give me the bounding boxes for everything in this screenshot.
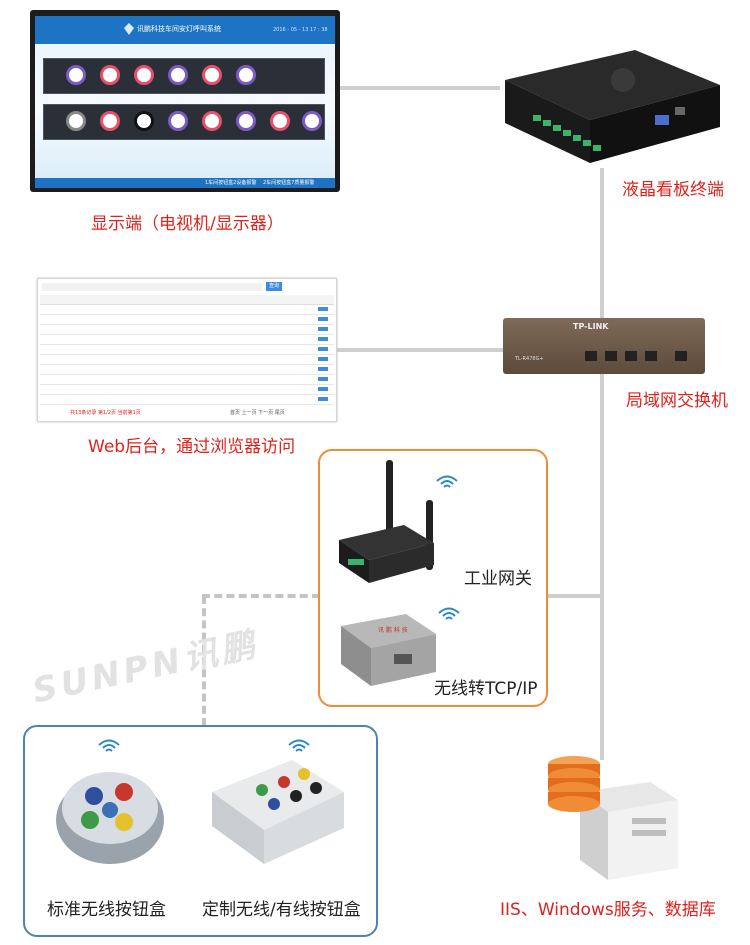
line-web-switch (336, 348, 506, 352)
table-row (40, 306, 334, 315)
line-backbone (600, 168, 604, 760)
web-backend-screenshot: 查询 共13条记录 第1/2页 当前第1页 首页 上一页 下一页 尾页 (37, 278, 337, 422)
status-circle (100, 65, 120, 85)
monitor-screen: 讯鹏科技车间安灯呼叫系统 2016 - 05 - 13 17 : 38 1车间按… (35, 16, 335, 188)
status-circle (66, 111, 86, 131)
dash-line-buttons-gateway (202, 594, 320, 598)
screen-title: 讯鹏科技车间安灯呼叫系统 (137, 25, 221, 33)
switch-label: 局域网交换机 (626, 391, 728, 411)
table-row (40, 326, 334, 335)
status-circle (236, 111, 256, 131)
status-circle (236, 65, 256, 85)
status-circle (202, 111, 222, 131)
table-row (40, 366, 334, 375)
wireless-signal-icon (436, 475, 458, 488)
web-search-button[interactable]: 查询 (266, 282, 282, 291)
web-filter-bar (42, 283, 262, 291)
switch-port (585, 351, 597, 361)
screen-panel-top (43, 58, 325, 94)
switch-model: TL-R478G+ (515, 356, 544, 362)
dash-line-buttons-vertical (202, 596, 206, 726)
gateway-label: 工业网关 (464, 569, 532, 589)
status-circle (270, 111, 290, 131)
table-row (40, 346, 334, 355)
switch-port (675, 351, 687, 361)
switch-port (605, 351, 617, 361)
status-circle (100, 111, 120, 131)
status-circle (134, 111, 154, 131)
web-footer-text: 共13条记录 第1/2页 当前第1页 (70, 410, 141, 416)
status-circle (66, 65, 86, 85)
switch-port (625, 351, 637, 361)
line-display-terminal (340, 86, 500, 90)
display-monitor: 讯鹏科技车间安灯呼叫系统 2016 - 05 - 13 17 : 38 1车间按… (30, 10, 340, 192)
wireless-signal-icon (98, 739, 120, 752)
screen-footer-right: 2车间按钮盒7质量报警 (263, 180, 315, 186)
screen-footer: 1车间按钮盒2设备报警 2车间按钮盒7质量报警 (35, 178, 335, 188)
company-logo-icon (124, 23, 134, 35)
wireless-signal-icon (438, 607, 460, 620)
wireless-tcp-device (341, 614, 436, 686)
status-circle (134, 65, 154, 85)
web-pager: 首页 上一页 下一页 尾页 (230, 410, 285, 416)
watermark-logo: SUNPN讯鹏 (29, 624, 263, 712)
screen-time: 2016 - 05 - 13 17 : 38 (273, 27, 328, 33)
standard-wireless-button-box (56, 772, 164, 864)
table-row (40, 316, 334, 325)
screen-footer-left: 1车间按钮盒2设备报警 (205, 180, 257, 186)
server-database-device (548, 756, 678, 880)
std-button-label: 标准无线按钮盒 (47, 900, 166, 920)
wireless-signal-icon (288, 739, 310, 752)
wireless-tcp-label: 无线转TCP/IP (434, 679, 538, 699)
status-circle (302, 111, 322, 131)
status-circle (202, 65, 222, 85)
table-row (40, 356, 334, 365)
server-label: IIS、Windows服务、数据库 (500, 900, 716, 920)
table-row (40, 386, 334, 395)
display-label: 显示端（电视机/显示器） (91, 214, 284, 234)
table-row (40, 336, 334, 345)
lcd-terminal-device (505, 50, 720, 163)
custom-button-label: 定制无线/有线按钮盒 (202, 900, 361, 920)
wireless-tcp-device-text: 讯 鹏 科 技 (378, 627, 408, 634)
web-table-header (40, 295, 334, 305)
status-circle (168, 65, 188, 85)
table-row (40, 396, 334, 405)
table-row (40, 376, 334, 385)
database-icon (548, 756, 600, 812)
switch-port (645, 351, 657, 361)
switch-brand: TP-LINK (573, 322, 609, 331)
status-circle (168, 111, 188, 131)
web-label: Web后台，通过浏览器访问 (88, 437, 296, 457)
custom-button-box (212, 760, 344, 864)
lcd-terminal-label: 液晶看板终端 (622, 180, 724, 200)
screen-header: 讯鹏科技车间安灯呼叫系统 2016 - 05 - 13 17 : 38 (35, 16, 335, 44)
lan-switch-device: TP-LINK TL-R478G+ (503, 318, 705, 374)
industrial-gateway-device (339, 460, 434, 583)
screen-panel-bottom (43, 104, 325, 140)
line-gateway-backbone (546, 594, 604, 598)
